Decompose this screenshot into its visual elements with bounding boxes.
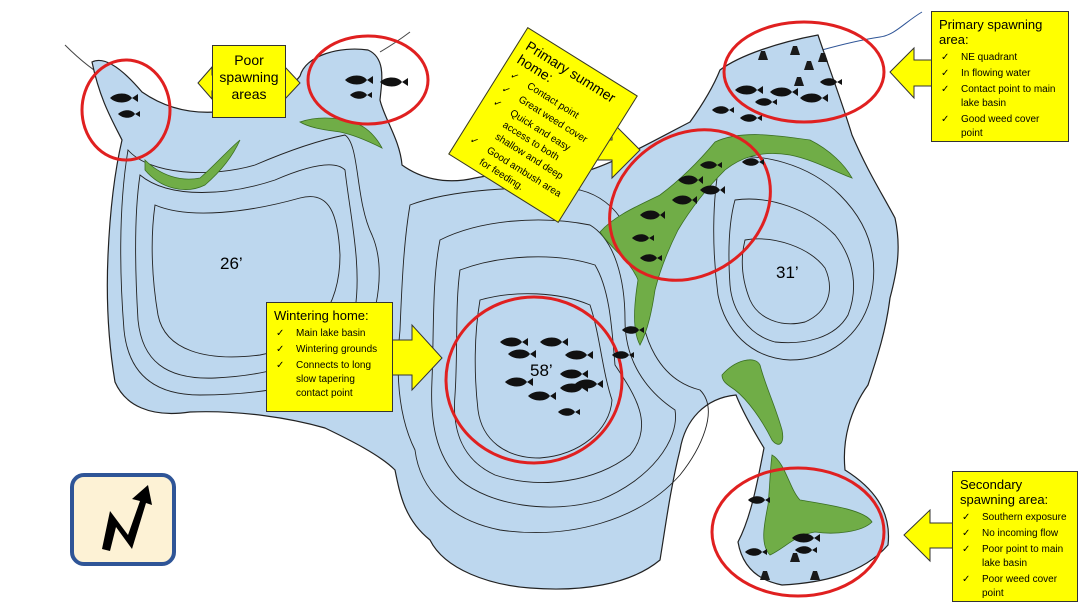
inflow-stream-ne bbox=[821, 11, 923, 51]
wintering-circle bbox=[444, 295, 624, 465]
stump-icon bbox=[758, 46, 828, 580]
secondary-spawning-callout: Secondary spawning area: Southern exposu… bbox=[952, 471, 1078, 602]
contour-main-4 bbox=[474, 293, 613, 459]
ne-spawning-circle bbox=[722, 20, 886, 124]
secondary-spawning-item: Poor point to main lake basin bbox=[960, 543, 1070, 571]
primary-spawning-arrow bbox=[889, 46, 934, 100]
primary-spawning-list: NE quadrant In flowing water Contact poi… bbox=[939, 51, 1061, 141]
secondary-spawning-circle bbox=[710, 466, 886, 598]
wintering-item: Wintering grounds bbox=[274, 343, 385, 357]
nw-spawning-circle bbox=[80, 58, 172, 162]
weed-bed-north-shore bbox=[144, 139, 241, 190]
wintering-arrow bbox=[391, 323, 443, 392]
depth-label-main: 58’ bbox=[530, 361, 553, 380]
poor-spawning-text: Poor spawning areas bbox=[219, 52, 279, 102]
north-arrow-badge bbox=[70, 473, 176, 566]
summer-home-circle bbox=[608, 128, 772, 282]
contour-east-3 bbox=[741, 238, 830, 325]
depth-label-east: 31’ bbox=[776, 263, 799, 282]
wintering-title: Wintering home: bbox=[274, 308, 369, 323]
contour-east-2 bbox=[728, 198, 854, 344]
primary-spawning-item: NE quadrant bbox=[939, 51, 1061, 65]
wintering-item: Main lake basin bbox=[274, 327, 385, 341]
poor-spawning-callout: Poor spawning areas bbox=[212, 45, 286, 118]
secondary-spawning-list: Southern exposure No incoming flow Poor … bbox=[960, 511, 1070, 601]
primary-spawning-item: In flowing water bbox=[939, 67, 1061, 81]
north-arrow-icon bbox=[102, 485, 152, 551]
secondary-spawning-item: No incoming flow bbox=[960, 527, 1070, 541]
primary-spawning-callout: Primary spawning area: NE quadrant In fl… bbox=[931, 11, 1069, 142]
contour-east-1 bbox=[713, 156, 875, 361]
secondary-spawning-item: Poor weed cover point bbox=[960, 573, 1070, 601]
contour-main-3 bbox=[454, 256, 643, 483]
weed-bed-east-shore bbox=[721, 359, 784, 445]
secondary-spawning-arrow bbox=[903, 508, 955, 563]
primary-spawning-item: Good weed cover point bbox=[939, 113, 1061, 141]
north-spawning-circle bbox=[306, 34, 430, 126]
primary-spawning-title: Primary spawning area: bbox=[939, 17, 1043, 47]
wintering-list: Main lake basin Wintering grounds Connec… bbox=[274, 327, 385, 401]
secondary-spawning-item: Southern exposure bbox=[960, 511, 1070, 525]
contour-main-2 bbox=[431, 219, 676, 508]
contour-main-1 bbox=[397, 187, 709, 533]
secondary-spawning-title: Secondary spawning area: bbox=[960, 477, 1049, 507]
wintering-callout: Wintering home: Main lake basin Winterin… bbox=[266, 302, 393, 412]
fish-icon bbox=[110, 75, 842, 556]
weed-bed-secondary-cove bbox=[763, 454, 873, 556]
depth-label-west: 26’ bbox=[220, 254, 243, 273]
wintering-item: Connects to long slow tapering contact p… bbox=[274, 359, 385, 401]
primary-spawning-item: Contact point to main lake basin bbox=[939, 83, 1061, 111]
